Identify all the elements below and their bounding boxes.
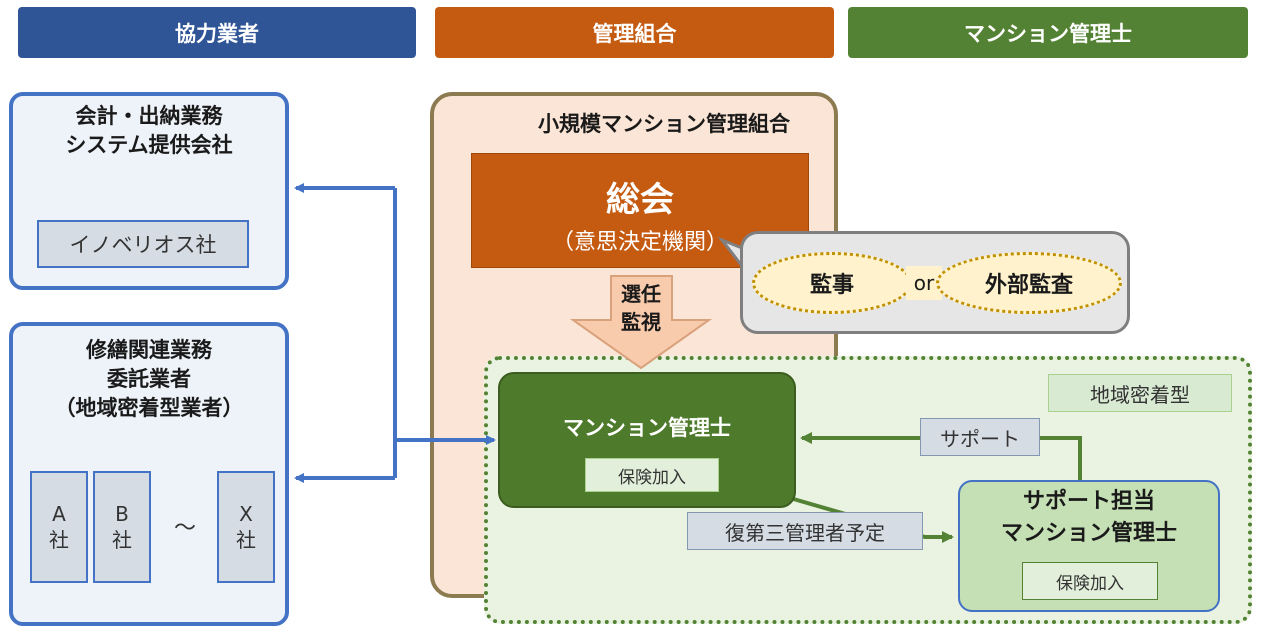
support-manager-insurance-box: 保険加入 bbox=[1022, 562, 1158, 600]
auditor-label: 監事 bbox=[809, 273, 854, 298]
accounting-partner-title: 会計・出納業務 システム提供会社 bbox=[65, 104, 233, 157]
company-x-label: X 社 bbox=[236, 502, 256, 552]
header-association: 管理組合 bbox=[435, 7, 834, 58]
accounting-company-box: イノベリオス社 bbox=[37, 220, 249, 268]
repair-partner-box: 修繕関連業務 委託業者 （地域密着型業者） A 社 B 社 ～ X 社 bbox=[9, 322, 289, 626]
sub-manager-arrow bbox=[789, 496, 954, 543]
header-partners: 協力業者 bbox=[18, 7, 416, 58]
mansion-manager-title: マンション管理士 bbox=[563, 416, 731, 440]
header-association-label: 管理組合 bbox=[592, 21, 677, 46]
support-manager-insurance-label: 保険加入 bbox=[1056, 573, 1124, 594]
support-arrow bbox=[800, 432, 1082, 480]
support-label-box: サポート bbox=[920, 418, 1040, 456]
accounting-company-label: イノベリオス社 bbox=[69, 233, 217, 257]
association-title: 小規模マンション管理組合 bbox=[538, 112, 790, 136]
local-type-label: 地域密着型 bbox=[1090, 382, 1190, 407]
company-a-label: A 社 bbox=[49, 502, 69, 552]
company-a-box: A 社 bbox=[30, 471, 88, 583]
general-assembly-title: 総会 bbox=[606, 180, 674, 220]
auditor-ellipse: 監事 bbox=[752, 252, 912, 314]
sub-manager-label-box: 復第三管理者予定 bbox=[687, 512, 923, 550]
mansion-manager-box: マンション管理士 保険加入 bbox=[498, 372, 796, 508]
audit-callout-tail bbox=[717, 236, 744, 271]
external-audit-label: 外部監査 bbox=[984, 273, 1073, 298]
repair-partner-title: 修繕関連業務 委託業者 （地域密着型業者） bbox=[54, 338, 244, 420]
selection-arrow bbox=[569, 275, 713, 370]
selection-arrow-label: 選任 監視 bbox=[621, 282, 661, 334]
general-assembly-subtitle: （意思決定機関） bbox=[551, 230, 728, 255]
audit-or-label: or bbox=[913, 271, 935, 295]
header-manager: マンション管理士 bbox=[848, 7, 1248, 58]
accounting-partner-box: 会計・出納業務 システム提供会社 イノベリオス社 bbox=[9, 92, 289, 290]
header-manager-label: マンション管理士 bbox=[964, 21, 1132, 46]
company-x-box: X 社 bbox=[217, 471, 275, 583]
company-b-label: B 社 bbox=[112, 502, 132, 552]
local-type-label-box: 地域密着型 bbox=[1048, 374, 1232, 412]
support-manager-title: サポート担当 マンション管理士 bbox=[1000, 489, 1177, 546]
external-audit-ellipse: 外部監査 bbox=[936, 252, 1122, 314]
company-b-box: B 社 bbox=[93, 471, 151, 583]
header-partners-label: 協力業者 bbox=[175, 21, 259, 46]
tilde-separator: ～ bbox=[173, 516, 196, 541]
support-label: サポート bbox=[940, 426, 1020, 451]
support-manager-box: サポート担当 マンション管理士 保険加入 bbox=[958, 480, 1220, 612]
sub-manager-label: 復第三管理者予定 bbox=[725, 520, 885, 545]
mansion-manager-insurance-label: 保険加入 bbox=[618, 467, 686, 488]
mansion-manager-insurance-box: 保険加入 bbox=[585, 458, 719, 492]
